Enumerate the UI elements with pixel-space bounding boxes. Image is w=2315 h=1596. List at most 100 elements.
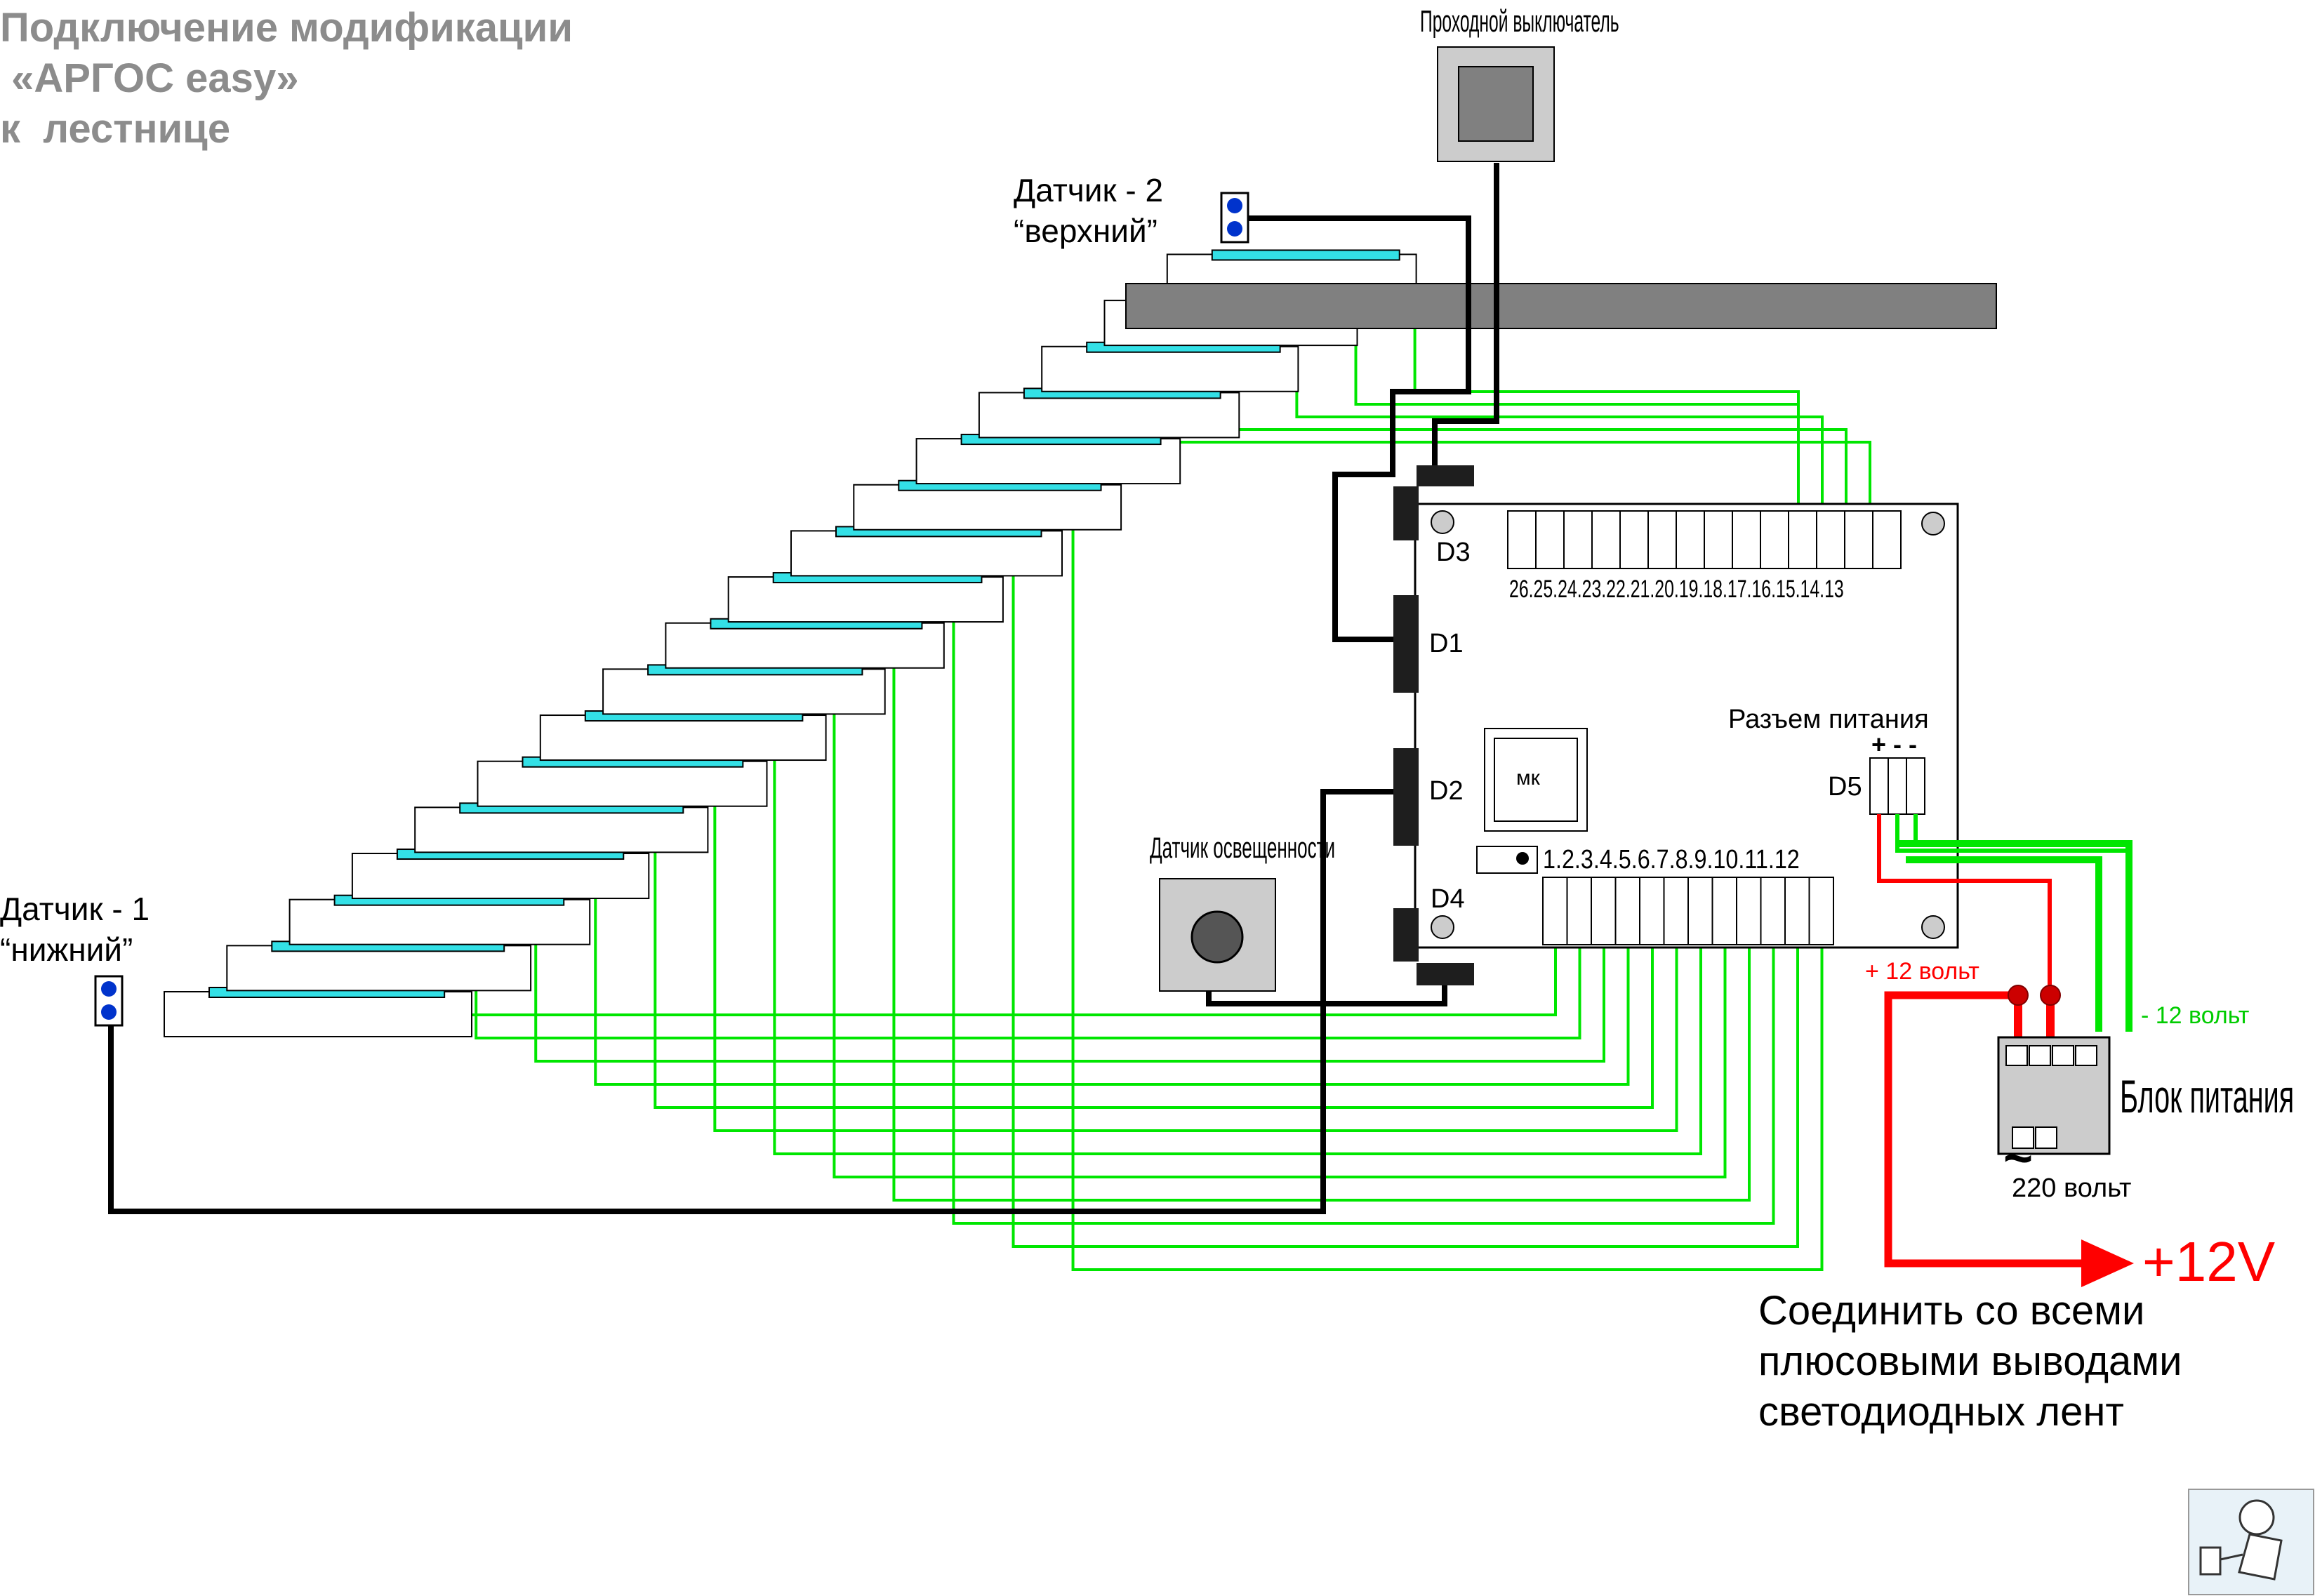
output-wire [1177,441,1871,512]
terminal-cell [1784,877,1810,945]
green-output-wires [415,267,1871,1271]
mcu-chip [1494,738,1578,822]
connector-d2 [1393,748,1419,846]
connector-d3-plug [1417,465,1474,486]
controller-board [1414,503,1959,949]
terminal-cell [1808,877,1834,945]
led-strip [1211,249,1400,261]
terminal-cell [1542,877,1568,945]
jumper-dot [1516,852,1529,865]
plus12-output-wire [1884,991,2099,1268]
terminal-cell [1760,877,1786,945]
terminal-cell [1619,510,1649,569]
sensor-2-sublabel: “верхний” [1014,213,1158,249]
output-wire [833,677,1727,1178]
psu-output-terminals [2005,1045,2097,1066]
psu-label: Блок питания [2120,1070,2295,1122]
terminal-cell [1844,510,1873,569]
connector-d2-label: D2 [1429,776,1464,806]
terminal-cell [1711,877,1737,945]
output-wire [1011,539,1799,1248]
connector-d1-label: D1 [1429,629,1464,658]
mount-hole [1431,510,1454,534]
output-wire [1071,493,1824,1271]
terminal-cell [1732,510,1761,569]
stair-step [414,806,709,853]
electrician-logo [2188,1489,2314,1595]
plus-terminal [2008,985,2029,1006]
terminal-cell [1591,877,1617,945]
terminal-cell [1704,510,1733,569]
connector-d4-label: D4 [1431,884,1465,914]
title-line-1: Подключение модификации [0,5,573,51]
title-line-2: «АРГОС easy» [0,55,299,101]
sensor-2-led-top [1227,198,1242,213]
output-wire [952,585,1775,1225]
stair-step [790,530,1063,577]
stair-step [477,760,768,807]
mount-hole [1921,512,1945,536]
terminal-cell [1687,877,1713,945]
output-wire [1413,267,1800,512]
terminal-cell [1647,510,1677,569]
sensor-2-label: Датчик - 2 [1014,172,1164,208]
title-line-3: к лестнице [0,106,231,152]
output-wire [534,907,1605,1063]
mcu-label: мк [1516,766,1540,790]
terminal-cell [1788,510,1817,569]
plus12v-arrow [2081,1239,2134,1287]
mount-hole [1431,915,1454,939]
terminal-block-13-26 [1507,510,1902,569]
terminal-cell [1760,510,1789,569]
output-wire [654,816,1654,1109]
output-wire [594,862,1630,1086]
sensor-1-label: Датчик - 1 [0,891,150,927]
terminal-cell [1816,510,1845,569]
output-wire [475,944,1581,1039]
terminal-cell [1663,877,1689,945]
stair-step [351,853,650,900]
pass-switch-label: Проходной выключатель [1420,4,1619,39]
sensor-1-led-top [101,981,117,997]
psu-minus-wire [1897,840,2132,1032]
sensor-1-sublabel: “нижний” [0,931,133,968]
output-wire [1295,359,1824,512]
jumper [1476,846,1538,874]
terminal-cell [1563,510,1593,569]
volt220-label: 220 вольт [2012,1173,2132,1203]
pass-switch-key[interactable] [1458,66,1534,142]
connector-d4 [1393,908,1419,962]
terminal-cell [1535,510,1565,569]
plus-terminal [2040,985,2061,1006]
stair-step [853,484,1122,531]
connector-d3-label: D3 [1436,538,1471,567]
stair-step [978,392,1240,439]
sensor-wires [108,163,1499,1214]
connector-d4-plug [1417,963,1474,985]
terminal-block-1-12 [1542,877,1834,945]
stair-step [226,945,532,992]
power-connector-label: Разъем питания [1728,705,1929,734]
terminal-cell [1676,510,1705,569]
connector-d3 [1393,486,1419,540]
stair-step [288,898,591,945]
power-polarity-label: + - - [1871,730,1918,759]
light-sensor-lens [1190,910,1244,964]
terminal-cell [1639,877,1665,945]
terminal-cell [1566,877,1592,945]
plus12-label: + 12 вольт [1865,958,1979,985]
output-wire [773,724,1702,1155]
ac-symbol: ~ [2003,1131,2034,1187]
power-connector-d5 [1869,757,1925,815]
diagram-title: Подключение модификации «АРГОС easy» к л… [0,3,573,154]
note-line-2: плюсовыми выводами [1758,1338,2182,1384]
light-sensor-label: Датчик освещенности [1150,831,1336,864]
output-wire [1236,405,1848,512]
stair-step [164,991,472,1037]
sensor-1-led-bottom [101,1004,117,1020]
terminal-cell [1591,510,1621,569]
top-landing-beam [1125,283,1997,329]
psu-input-terminals [2012,1126,2057,1149]
minus12-label: - 12 вольт [2141,1002,2250,1029]
stair-step [665,622,945,669]
